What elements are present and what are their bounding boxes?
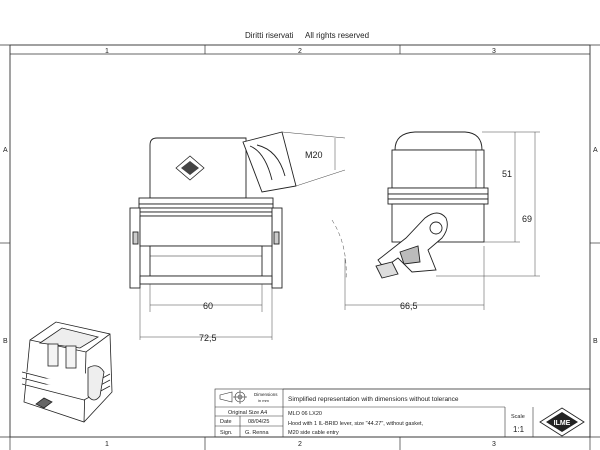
- scale-label: Scale: [511, 414, 525, 420]
- original-size: Original Size A4: [228, 410, 267, 416]
- dim-depth: 66,5: [400, 301, 418, 311]
- dim-thread: M20: [305, 150, 323, 160]
- scale-value: 1:1: [513, 425, 525, 434]
- zone-row-b-left: B: [3, 338, 8, 345]
- representation-note: Simplified representation with dimension…: [288, 396, 459, 403]
- front-view: [129, 131, 297, 289]
- zone-col-3-top: 3: [492, 48, 496, 55]
- zone-col-2-bottom: 2: [298, 441, 302, 448]
- rights-reserved-it: Diritti riservati: [245, 31, 294, 40]
- zone-row-a-left: A: [3, 147, 8, 154]
- front-dimensions: [139, 131, 346, 340]
- logo-text: ILME: [554, 420, 571, 427]
- isometric-view: [21, 321, 113, 423]
- dimensions-label: Dimensions: [254, 392, 278, 397]
- product-description-line1: Hood with 1 IL-BRID lever, size "44.27",…: [288, 421, 424, 427]
- projection-symbol-icon: [219, 390, 247, 404]
- sign-value: G. Renna: [245, 430, 269, 436]
- zone-row-a-right: A: [593, 147, 598, 154]
- zone-col-3-bottom: 3: [492, 441, 496, 448]
- ilme-logo: ILME: [539, 407, 585, 437]
- dim-height-upper: 51: [502, 169, 512, 179]
- zone-col-2-top: 2: [298, 48, 302, 55]
- dim-height-total: 69: [522, 214, 532, 224]
- side-dimensions: [331, 131, 540, 310]
- zone-row-b-right: B: [593, 338, 598, 345]
- side-view: [375, 131, 489, 279]
- title-block: [214, 388, 591, 438]
- dim-width-outer: 72,5: [199, 333, 217, 343]
- date-value: 08/04/25: [248, 419, 269, 425]
- rights-reserved-en: All rights reserved: [305, 31, 369, 40]
- dimensions-unit: in mm: [258, 398, 270, 403]
- sign-label: Sign.: [220, 430, 233, 436]
- date-label: Date: [220, 419, 232, 425]
- zone-col-1-top: 1: [105, 48, 109, 55]
- product-description-line2: M20 side cable entry: [288, 430, 339, 436]
- zone-col-1-bottom: 1: [105, 441, 109, 448]
- dim-width-inner: 60: [203, 301, 213, 311]
- product-code: MLO 06 LX20: [288, 411, 322, 417]
